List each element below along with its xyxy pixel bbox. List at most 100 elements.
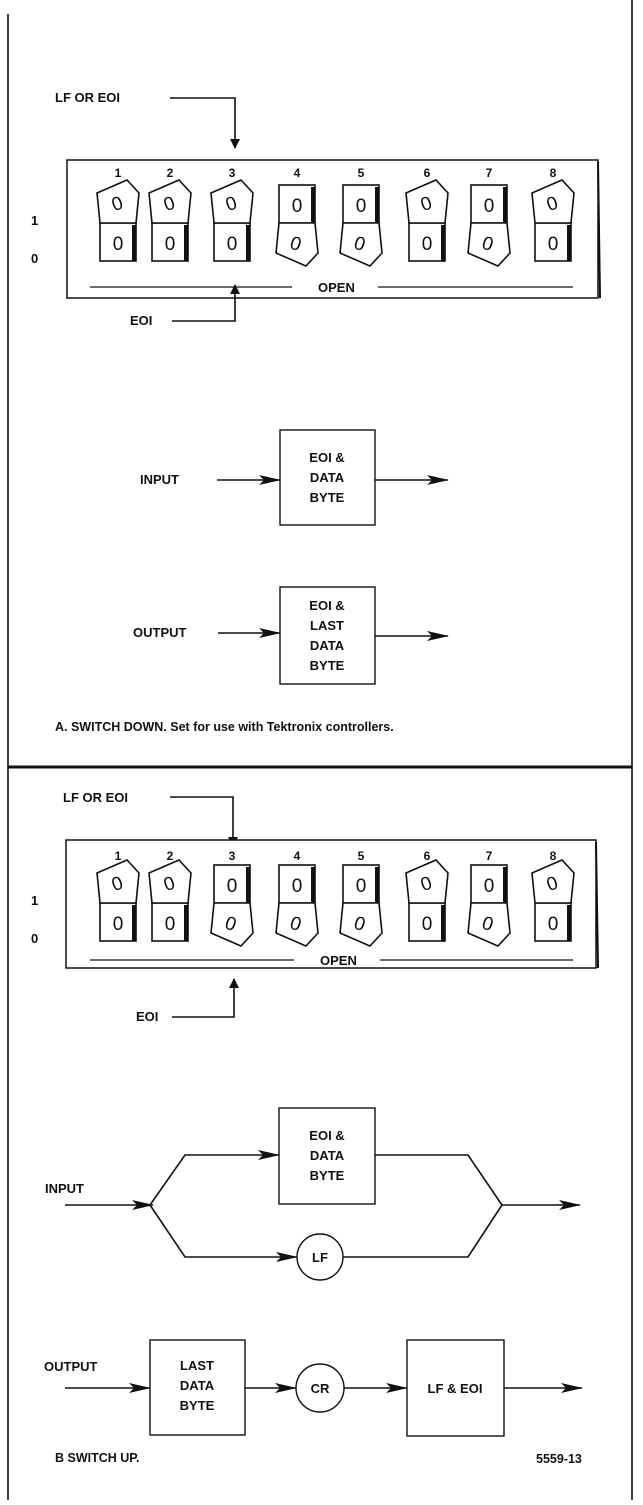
panel-a-open-label: OPEN xyxy=(318,280,355,295)
panel-b-top-arrow xyxy=(170,796,238,847)
panel-a-switch-2[interactable]: 200 xyxy=(148,166,192,262)
panel-b-caption: B SWITCH UP. xyxy=(55,1451,140,1465)
panel-a-switch-1[interactable]: 100 xyxy=(96,166,140,262)
svg-text:0: 0 xyxy=(113,234,124,255)
panel-b-switch-number: 4 xyxy=(294,849,301,863)
svg-text:0: 0 xyxy=(356,876,367,897)
svg-text:0: 0 xyxy=(356,196,367,217)
panel-a-switch-number: 2 xyxy=(167,166,174,180)
panel-b-switch-number: 7 xyxy=(486,849,493,863)
panel-b-switch-3[interactable]: 300 xyxy=(210,849,254,947)
panel-b-switch-number: 3 xyxy=(229,849,236,863)
panel-b-switch-4[interactable]: 400 xyxy=(275,849,319,947)
panel-a-switch-6[interactable]: 600 xyxy=(405,166,449,262)
panel-a-input-box-line-2: DATA xyxy=(310,470,345,485)
svg-text:0: 0 xyxy=(548,914,559,935)
panel-a-top-arrow-label: LF OR EOI xyxy=(55,90,120,105)
panel-a-bottom-arrow-label: EOI xyxy=(130,313,152,328)
panel-b-lf-circle-label: LF xyxy=(312,1250,328,1265)
panel-a-switch-number: 1 xyxy=(115,166,122,180)
panel-a-input-label: INPUT xyxy=(140,472,179,487)
panel-a-output-box xyxy=(279,586,376,685)
panel-a-output-box-line-3: DATA xyxy=(310,638,345,653)
svg-text:0: 0 xyxy=(227,876,238,897)
svg-text:0: 0 xyxy=(548,234,559,255)
panel-b-output-label: OUTPUT xyxy=(44,1359,98,1374)
panel-b-switch-housing xyxy=(65,839,597,969)
panel-b-input-box-line-1: EOI & xyxy=(309,1128,344,1143)
panel-b-switch-2[interactable]: 200 xyxy=(148,849,192,942)
panel-a-switch-number: 8 xyxy=(550,166,557,180)
panel-a-switch-number: 4 xyxy=(294,166,301,180)
panel-b-switch-number: 6 xyxy=(424,849,431,863)
panel-b-row-one: 1 xyxy=(31,893,38,908)
panel-a-switch-3[interactable]: 300 xyxy=(210,166,254,262)
panel-a-output-box-line-1: EOI & xyxy=(309,598,344,613)
panel-b-switch-7[interactable]: 700 xyxy=(467,849,511,947)
svg-text:0: 0 xyxy=(292,876,303,897)
panel-b-row-zero: 0 xyxy=(31,931,38,946)
panel-a-row-zero: 0 xyxy=(31,251,38,266)
panel-a-input-box-line-1: EOI & xyxy=(309,450,344,465)
panel-b-switch-1[interactable]: 100 xyxy=(96,849,140,942)
panel-b-lower-branch xyxy=(149,1204,298,1262)
panel-b-switch-6[interactable]: 600 xyxy=(405,849,449,942)
panel-b-switch-number: 2 xyxy=(167,849,174,863)
panel-a-input-box-line-3: BYTE xyxy=(310,490,345,505)
panel-a-input-box xyxy=(279,429,376,526)
panel-a-switch-housing xyxy=(66,159,599,299)
panel-b-input-box xyxy=(278,1107,376,1205)
svg-text:0: 0 xyxy=(484,876,495,897)
panel-b-switch-number: 8 xyxy=(550,849,557,863)
svg-text:0: 0 xyxy=(165,914,176,935)
panel-b-output-box-line-3: BYTE xyxy=(180,1398,215,1413)
panel-a-row-one: 1 xyxy=(31,213,38,228)
panel-a-output-box-line-4: BYTE xyxy=(310,658,345,673)
panel-a-caption: A. SWITCH DOWN. Set for use with Tektron… xyxy=(55,720,394,734)
panel-b-bottom-arrow xyxy=(172,978,239,1018)
panel-a-switch-5[interactable]: 500 xyxy=(339,166,383,267)
panel-b-switch-5[interactable]: 500 xyxy=(339,849,383,947)
figure-frame xyxy=(7,0,633,1500)
panel-a-switch-number: 5 xyxy=(358,166,365,180)
svg-text:0: 0 xyxy=(422,914,433,935)
panel-a-top-arrow xyxy=(170,97,240,149)
figure-number: 5559-13 xyxy=(536,1452,582,1466)
panel-b-input-label: INPUT xyxy=(45,1181,84,1196)
panel-b-switch-number: 1 xyxy=(115,849,122,863)
panel-b-upper-branch xyxy=(149,1150,280,1206)
panel-b-input-box-line-2: DATA xyxy=(310,1148,345,1163)
panel-a-output-label: OUTPUT xyxy=(133,625,187,640)
panel-b-bottom-arrow-label: EOI xyxy=(136,1009,158,1024)
panel-a-switch-7[interactable]: 700 xyxy=(467,166,511,267)
panel-a-switch-number: 6 xyxy=(424,166,431,180)
svg-text:0: 0 xyxy=(422,234,433,255)
panel-a-switch-8[interactable]: 800 xyxy=(531,166,575,262)
panel-b-output-box-line-1: LAST xyxy=(180,1358,214,1373)
panel-b-lower-merge xyxy=(343,1204,503,1258)
panel-a-switch-4[interactable]: 400 xyxy=(275,166,319,267)
panel-b-output-box xyxy=(149,1339,246,1436)
panel-b-upper-merge xyxy=(375,1154,503,1206)
panel-b-switch-number: 5 xyxy=(358,849,365,863)
panel-b-cr-circle-label: CR xyxy=(311,1381,330,1396)
panel-b-top-arrow-label: LF OR EOI xyxy=(63,790,128,805)
panel-b-lf-eoi-box xyxy=(406,1339,505,1437)
panel-b-input-box-line-3: BYTE xyxy=(310,1168,345,1183)
panel-b-lf-eoi-box-label: LF & EOI xyxy=(428,1381,483,1396)
svg-text:0: 0 xyxy=(292,196,303,217)
panel-b-switch-8[interactable]: 800 xyxy=(531,849,575,942)
panel-a-switch-number: 3 xyxy=(229,166,236,180)
svg-text:0: 0 xyxy=(113,914,124,935)
svg-text:0: 0 xyxy=(227,234,238,255)
panel-a-bottom-arrow xyxy=(172,284,240,322)
panel-b-open-label: OPEN xyxy=(320,953,357,968)
svg-text:0: 0 xyxy=(484,196,495,217)
panel-a-output-box-line-2: LAST xyxy=(310,618,344,633)
svg-text:0: 0 xyxy=(165,234,176,255)
